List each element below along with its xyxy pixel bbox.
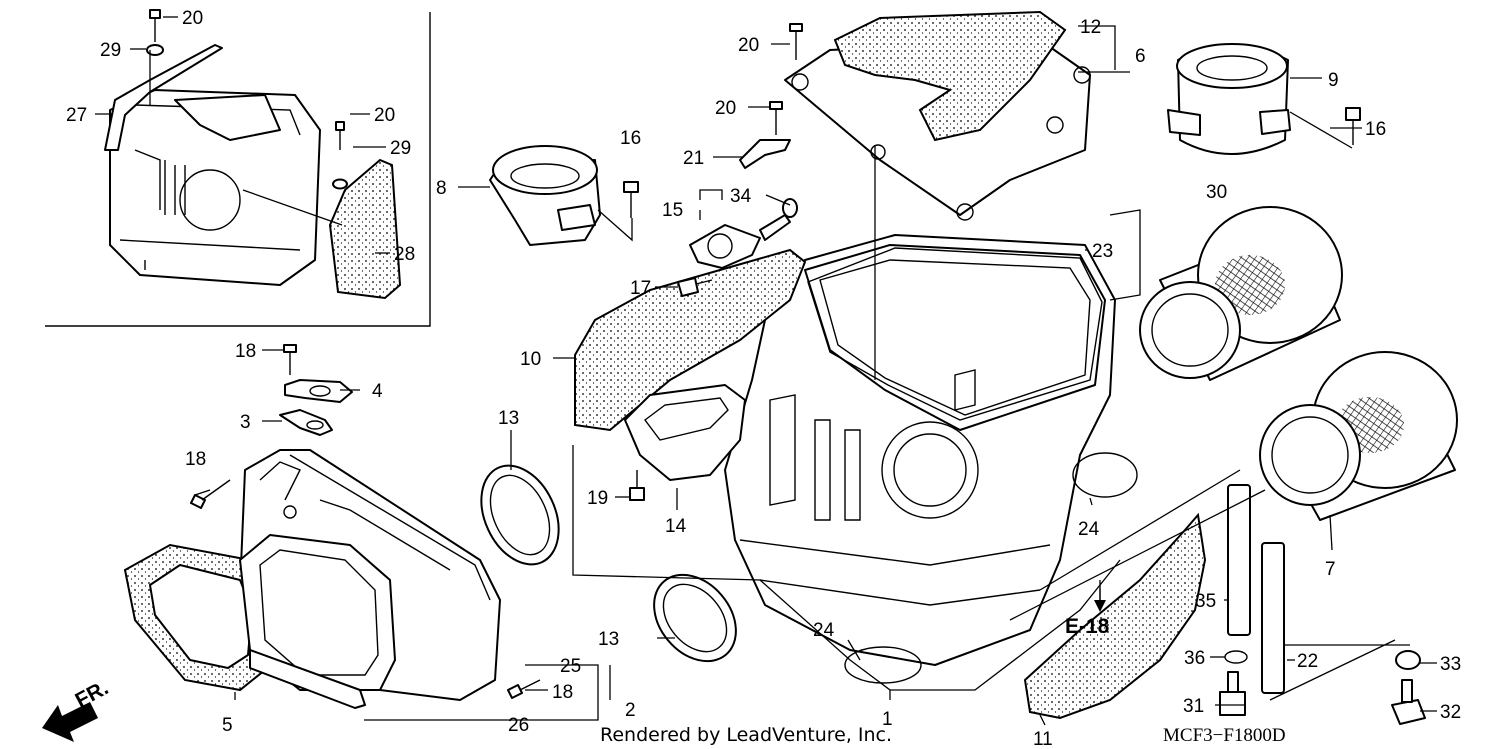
callout-6: 6: [1135, 46, 1146, 67]
inset-housing: [109, 89, 321, 286]
callout-26: 26: [508, 715, 529, 736]
main-housing-1: [724, 234, 1116, 666]
diagram-id: MCF3−F1800D: [1163, 725, 1286, 746]
duct-14: [624, 384, 746, 481]
gasket-23: [807, 247, 1103, 421]
callout-3: 3: [240, 412, 251, 433]
callout-36: 36: [1184, 648, 1205, 669]
screw-18-bottom: [507, 679, 541, 699]
callout-19: 19: [587, 488, 608, 509]
callout-4: 4: [372, 381, 383, 402]
inset-screw-20: [146, 9, 164, 56]
front-label: FR.: [72, 676, 113, 712]
callout-24-lower: 24: [813, 620, 835, 641]
callout-22: 22: [1297, 651, 1318, 672]
screw-18-left: [190, 479, 231, 509]
ring-13-upper: [480, 464, 560, 566]
callout-11: 11: [1033, 729, 1053, 749]
seal-5: [123, 543, 272, 692]
inset-screw-20b: [332, 121, 348, 190]
inset-cover-strip-27: [104, 44, 223, 151]
plate-3: [279, 409, 333, 436]
oring-24-lower: [844, 646, 922, 684]
screw-18-top: [283, 344, 297, 375]
front-arrow-icon: [42, 702, 98, 742]
callout-32: 32: [1440, 702, 1461, 723]
callout-18-left: 18: [185, 449, 206, 470]
plate-4: [284, 379, 353, 403]
drain-tube-22: [1261, 542, 1285, 694]
callout-30: 30: [1206, 182, 1227, 203]
callout-13-upper: 13: [498, 408, 519, 429]
clip-36: [1224, 650, 1248, 664]
callout-20-mid: 20: [715, 98, 736, 119]
e18-arrow: [1094, 588, 1106, 612]
screw-16-left: [623, 181, 639, 218]
callout-20-top: 20: [738, 35, 759, 56]
callout-25: 25: [560, 656, 581, 677]
screw-17: [677, 277, 713, 297]
callout-35: 35: [1195, 591, 1216, 612]
duct-9: [1167, 43, 1291, 155]
callout-28: 28: [394, 244, 415, 265]
callout-20-inset-mid: 20: [374, 105, 395, 126]
strip-26: [249, 649, 366, 709]
callout-14: 14: [665, 516, 687, 537]
bolt-31: [1219, 671, 1246, 716]
callout-17: 17: [630, 278, 651, 299]
render-credit: Rendered by LeadVenture, Inc.: [600, 724, 892, 746]
callout-2: 2: [625, 700, 636, 721]
callout-23: 23: [1092, 241, 1113, 262]
callout-29-inset-mid: 29: [390, 138, 411, 159]
callout-1: 1: [882, 709, 893, 730]
callout-21: 21: [683, 148, 704, 169]
intake-8: [489, 145, 601, 246]
callout-18-top: 18: [235, 341, 256, 362]
callout-13-lower: 13: [598, 629, 619, 650]
filter-element-30: [1139, 206, 1343, 381]
screw-19: [629, 470, 645, 501]
oring-24-upper: [1072, 452, 1138, 498]
reference-code-e18: E-18: [1065, 615, 1110, 638]
inset-frame: [45, 12, 431, 327]
callout-8: 8: [436, 178, 447, 199]
filter-element-7: [1259, 351, 1458, 521]
callout-18-bottom: 18: [552, 682, 573, 703]
screw-16-right: [1345, 107, 1361, 145]
screw-20-mid: [769, 101, 783, 135]
callout-10: 10: [520, 349, 541, 370]
callout-31: 31: [1183, 696, 1204, 717]
inset-foam-28: [328, 158, 402, 300]
foam-11: [1023, 512, 1207, 720]
ring-13-lower: [653, 573, 737, 663]
foam-10: [574, 248, 807, 432]
callout-15: 15: [662, 200, 683, 221]
callout-29-inset-top: 29: [100, 40, 121, 61]
callout-34: 34: [730, 186, 752, 207]
callout-9: 9: [1328, 70, 1339, 91]
clip-21: [739, 139, 791, 169]
filter-foam-12: [833, 10, 1067, 142]
callout-12: 12: [1080, 17, 1101, 38]
callout-20-inset-top: 20: [182, 8, 203, 29]
callout-16-right: 16: [1365, 119, 1386, 140]
callout-16-left: 16: [620, 128, 641, 149]
screw-20-top: [789, 23, 803, 60]
callout-33: 33: [1440, 654, 1461, 675]
callout-24-upper: 24: [1078, 519, 1100, 540]
clamp-33: [1395, 650, 1421, 670]
valve-15: [689, 198, 798, 269]
leader-lines: [95, 16, 1437, 726]
drain-tube-35: [1227, 484, 1251, 636]
bolt-32: [1391, 679, 1426, 725]
callout-5: 5: [222, 715, 233, 736]
callout-7: 7: [1325, 559, 1336, 580]
callout-27: 27: [66, 105, 87, 126]
